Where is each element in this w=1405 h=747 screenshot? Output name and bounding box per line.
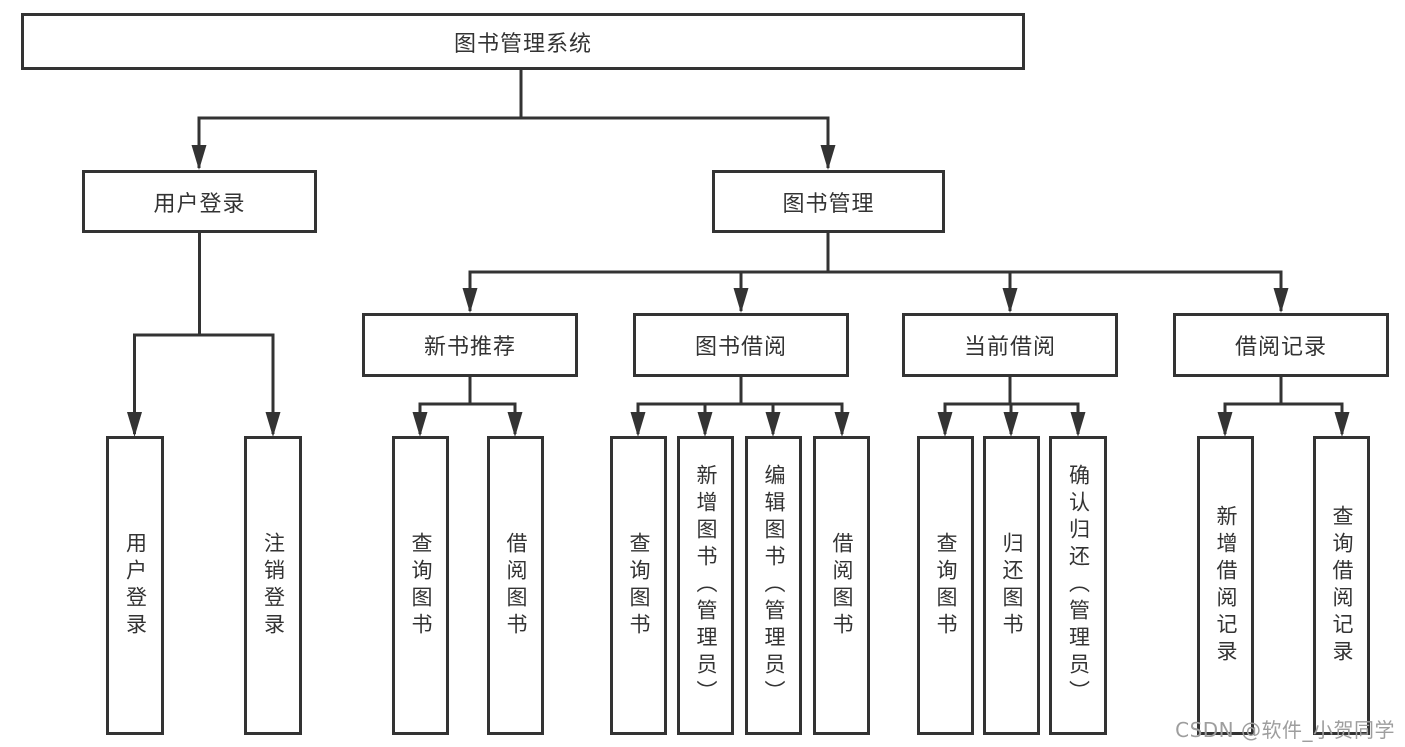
node-book-borrowing: 图书借阅 xyxy=(633,313,849,377)
leaf-user-login: 用户登录 xyxy=(106,436,164,735)
leaf-logout: 注销登录 xyxy=(244,436,302,735)
arrowhead-icon xyxy=(1003,412,1019,437)
arrowhead-icon xyxy=(191,145,207,170)
arrowhead-icon xyxy=(820,145,836,170)
node-user-login: 用户登录 xyxy=(82,170,317,233)
watermark-text: CSDN @软件_小贺同学 xyxy=(1175,718,1395,742)
arrowhead-icon xyxy=(127,412,142,437)
node-new-book-recommendation: 新书推荐 xyxy=(362,313,578,377)
arrowhead-icon xyxy=(507,412,523,437)
node-book-management-system: 图书管理系统 xyxy=(21,13,1025,70)
leaf-recommend-borrow-books: 借阅图书 xyxy=(487,436,544,735)
arrowhead-icon xyxy=(733,288,749,313)
arrowhead-icon xyxy=(937,412,953,437)
leaf-recommend-query-books: 查询图书 xyxy=(392,436,449,735)
leaf-borrowing-edit-books-admin: 编辑图书（管理员） xyxy=(745,436,802,735)
arrowhead-icon xyxy=(697,412,713,437)
leaf-borrowing-query-books: 查询图书 xyxy=(610,436,667,735)
arrowhead-icon xyxy=(412,412,428,437)
node-borrowing-records: 借阅记录 xyxy=(1173,313,1389,377)
arrowhead-icon xyxy=(462,288,478,313)
leaf-current-confirm-return-admin: 确认归还（管理员） xyxy=(1049,436,1107,735)
arrowhead-icon xyxy=(1217,412,1233,437)
arrowhead-icon xyxy=(1002,288,1018,313)
arrowhead-icon xyxy=(1273,288,1289,313)
leaf-records-query-borrow-record: 查询借阅记录 xyxy=(1313,436,1370,735)
leaf-current-query-books: 查询图书 xyxy=(917,436,974,735)
leaf-records-add-borrow-record: 新增借阅记录 xyxy=(1197,436,1254,735)
arrowhead-icon xyxy=(1334,412,1350,437)
node-book-management: 图书管理 xyxy=(712,170,945,233)
arrowhead-icon xyxy=(630,412,646,437)
leaf-borrowing-add-books-admin: 新增图书（管理员） xyxy=(677,436,734,735)
arrowhead-icon xyxy=(834,412,850,437)
arrowhead-icon xyxy=(265,412,281,437)
leaf-borrowing-borrow-books: 借阅图书 xyxy=(813,436,870,735)
arrowhead-icon xyxy=(765,412,781,437)
arrowhead-icon xyxy=(1070,412,1086,437)
node-current-borrowing: 当前借阅 xyxy=(902,313,1118,377)
leaf-current-return-books: 归还图书 xyxy=(983,436,1040,735)
